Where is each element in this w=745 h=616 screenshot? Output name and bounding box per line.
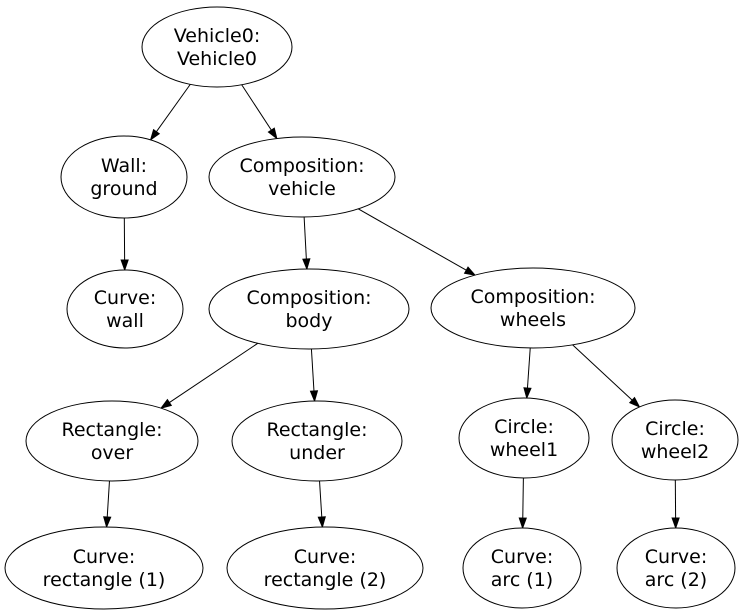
node-curve-rectangle-1: Curve:rectangle (1) — [4, 526, 204, 610]
node-ellipse — [208, 136, 396, 218]
edge-arrowhead — [523, 387, 532, 400]
node-ellipse — [60, 135, 188, 219]
node-label-line2: wheel1 — [490, 439, 558, 461]
edge-line — [526, 347, 531, 389]
edge-wall-ground-to-curve-wall — [120, 217, 129, 272]
edge-arrowhead — [103, 516, 112, 529]
node-label-line2: wall — [106, 310, 144, 332]
edge-line — [572, 344, 633, 401]
node-label-line2: wheel2 — [641, 441, 709, 463]
edge-arrowhead — [309, 390, 319, 403]
node-composition-body: Composition:body — [208, 268, 410, 350]
node-ellipse — [66, 269, 184, 349]
node-curve-rectangle-2: Curve:rectangle (2) — [226, 526, 424, 610]
node-label-line2: Vehicle0 — [177, 48, 257, 70]
node-label-line1: Rectangle: — [266, 419, 367, 441]
edge-rectangle-under-to-curve-rectangle-2 — [317, 480, 326, 529]
node-label-line1: Circle: — [494, 416, 554, 438]
node-label-line1: Curve: — [645, 546, 707, 568]
node-label-line1: Curve: — [94, 287, 156, 309]
node-curve-arc-2: Curve:arc (2) — [616, 527, 736, 609]
node-label-line1: Curve: — [294, 546, 356, 568]
edge-composition-wheels-to-circle-wheel2 — [572, 344, 641, 408]
node-curve-wall: Curve:wall — [66, 269, 184, 349]
node-curve-arc-1: Curve:arc (1) — [462, 527, 582, 609]
node-ellipse — [25, 400, 199, 482]
node-rectangle-over: Rectangle:over — [25, 400, 199, 482]
node-label-line1: Vehicle0: — [174, 25, 260, 47]
edge-line — [310, 348, 315, 392]
node-ellipse — [616, 527, 736, 609]
node-label-line1: Composition: — [239, 155, 364, 177]
edge-arrowhead — [149, 128, 161, 142]
node-label-line2: rectangle (1) — [43, 569, 166, 591]
edge-line — [357, 208, 467, 271]
node-label-line1: Rectangle: — [61, 419, 162, 441]
node-composition-vehicle: Composition:vehicle — [208, 136, 396, 218]
edge-composition-body-to-rectangle-over — [159, 342, 259, 409]
node-label-line1: Wall: — [101, 155, 147, 177]
node-label-line1: Circle: — [645, 418, 705, 440]
node-label-line2: arc (1) — [491, 569, 553, 591]
node-vehicle0: Vehicle0:Vehicle0 — [141, 6, 293, 88]
node-wall-ground: Wall:ground — [60, 135, 188, 219]
edge-line — [106, 480, 110, 518]
edge-line — [169, 342, 259, 403]
edge-composition-body-to-rectangle-under — [309, 348, 319, 403]
edge-arrowhead — [120, 259, 129, 272]
edge-arrowhead — [317, 516, 326, 529]
edge-arrowhead — [628, 396, 641, 408]
node-ellipse — [458, 397, 590, 479]
edge-line — [156, 84, 191, 132]
node-ellipse — [208, 268, 410, 350]
node-label-line2: under — [289, 442, 345, 464]
node-ellipse — [462, 527, 582, 609]
node-label-line2: body — [286, 310, 333, 332]
edge-arrowhead — [463, 266, 477, 276]
edge-arrowhead — [518, 517, 527, 530]
edge-arrowhead — [671, 517, 680, 530]
edge-composition-wheels-to-circle-wheel1 — [523, 347, 532, 400]
edge-composition-vehicle-to-composition-body — [302, 216, 311, 271]
node-label-line1: Curve: — [73, 546, 135, 568]
edge-line — [241, 84, 272, 131]
edge-vehicle0-to-composition-vehicle — [241, 84, 278, 140]
edge-composition-vehicle-to-composition-wheels — [357, 208, 477, 276]
node-label-line2: rectangle (2) — [264, 569, 387, 591]
node-label-line2: vehicle — [268, 178, 336, 200]
edge-circle-wheel1-to-curve-arc-1 — [518, 477, 527, 530]
node-label-line1: Curve: — [491, 546, 553, 568]
edge-arrowhead — [159, 398, 173, 409]
node-ellipse — [611, 399, 739, 481]
node-label-line1: Composition: — [246, 287, 371, 309]
edge-line — [303, 216, 307, 260]
node-circle-wheel2: Circle:wheel2 — [611, 399, 739, 481]
node-ellipse — [226, 526, 424, 610]
node-ellipse — [4, 526, 204, 610]
node-label-line2: arc (2) — [645, 569, 707, 591]
node-label-line2: wheels — [500, 309, 566, 331]
node-ellipse — [141, 6, 293, 88]
node-ellipse — [231, 400, 403, 482]
edge-arrowhead — [302, 258, 311, 271]
edge-rectangle-over-to-curve-rectangle-1 — [103, 480, 112, 529]
node-rectangle-under: Rectangle:under — [231, 400, 403, 482]
edge-line — [319, 480, 323, 518]
node-circle-wheel1: Circle:wheel1 — [458, 397, 590, 479]
node-composition-wheels: Composition:wheels — [430, 267, 636, 349]
node-label-line2: over — [91, 442, 134, 464]
node-label-line2: ground — [90, 178, 157, 200]
node-ellipse — [430, 267, 636, 349]
edge-circle-wheel2-to-curve-arc-2 — [671, 479, 680, 530]
edge-vehicle0-to-wall-ground — [149, 84, 191, 142]
edge-arrowhead — [267, 127, 278, 140]
edge-line — [522, 477, 524, 519]
node-label-line1: Composition: — [470, 286, 595, 308]
